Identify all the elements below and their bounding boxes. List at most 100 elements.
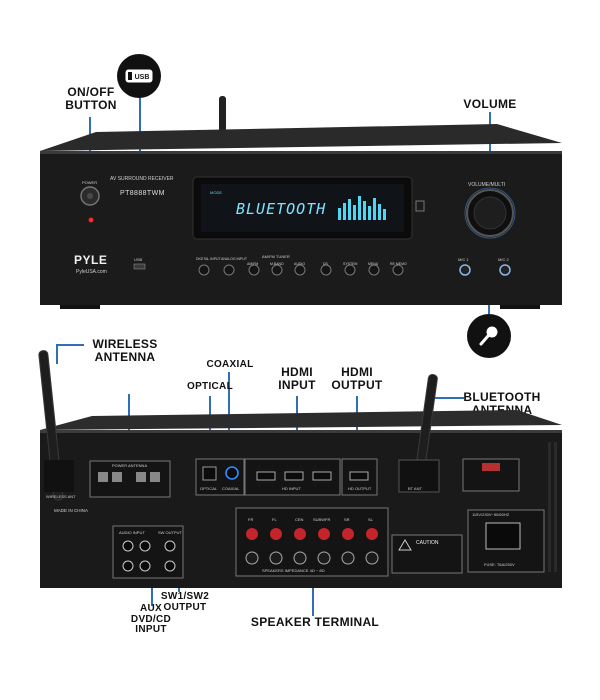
ir-sensor <box>415 200 425 212</box>
button-label: DIGITAL INPUT <box>196 257 221 261</box>
front-button[interactable] <box>223 264 235 276</box>
antenna-terminal[interactable] <box>150 472 160 482</box>
rca-jacks <box>122 540 176 572</box>
callout-text: BUTTON <box>65 97 117 112</box>
front-button[interactable] <box>198 264 210 276</box>
channel-label: SL <box>368 517 373 522</box>
mic-badge <box>467 314 511 358</box>
coaxial-port-label: COAXIAL <box>222 486 240 491</box>
usb-port[interactable] <box>133 263 146 270</box>
button-label: DS <box>323 262 328 266</box>
sw-output-label: SW OUTPUT <box>158 530 182 535</box>
fuse-label: FUSE: T6A/250V <box>484 562 515 567</box>
display-eq-bars <box>338 196 386 220</box>
button-label: RE MEMO <box>390 262 407 266</box>
mic1-label: MIC 1 <box>458 257 469 262</box>
callout-text: OUTPUT <box>163 601 207 613</box>
standby-led <box>88 217 94 223</box>
bt-ant-label: BT ANT <box>408 486 422 491</box>
bt-antenna-base <box>398 459 440 493</box>
svg-text:USB: USB <box>135 74 150 81</box>
optical-port[interactable] <box>202 466 217 481</box>
callout-text: HDMI <box>281 365 313 379</box>
hdmi-input-label: HD INPUT <box>282 486 301 491</box>
subtitle-label: AV SURROUND RECEIVER <box>110 176 174 182</box>
antenna-terminal[interactable] <box>136 472 146 482</box>
hdmi-input-port[interactable] <box>284 471 304 481</box>
callout-text: INPUT <box>278 377 316 392</box>
antenna-terminal[interactable] <box>112 472 122 482</box>
hdmi-input-port[interactable] <box>312 471 332 481</box>
front-button[interactable] <box>344 264 356 276</box>
callout-line <box>56 344 84 346</box>
receiver-front-unit: POWER AV SURROUND RECEIVER PT8888TWM MOD… <box>0 0 600 320</box>
callout-text: AUX <box>139 603 162 614</box>
display-main-text: BLUETOOTH <box>236 200 327 218</box>
tuner-label: AM/FM TUNER <box>262 254 290 259</box>
speaker-terminal-callout: SPEAKER TERMINAL <box>240 616 390 629</box>
callout-line <box>56 344 58 364</box>
volume-multi-label: VOLUME/MULTI <box>468 182 506 188</box>
aux-callout: AUX DVD/CD INPUT <box>124 603 178 636</box>
channel-label: FL <box>272 517 277 522</box>
wireless-antenna-base <box>44 460 74 492</box>
callout-line <box>312 572 314 616</box>
callout-line <box>356 396 358 460</box>
callout-text: ON/OFF <box>67 85 115 99</box>
hdmi-input-port[interactable] <box>256 471 276 481</box>
callout-text: DVD/CD <box>130 613 172 625</box>
button-label: AM/FM <box>247 262 259 266</box>
usb-icon: USB <box>125 69 153 83</box>
front-button[interactable] <box>368 264 380 276</box>
made-in-label: MADE IN CHINA <box>54 508 89 513</box>
voltage-switch[interactable] <box>482 463 500 471</box>
receiver-back-unit: MADE IN CHINA WIRELESS ANT POWER ANTENNA… <box>0 330 600 610</box>
brand-site: PyleUSA.com <box>76 269 107 275</box>
mic2-label: MIC 2 <box>498 257 509 262</box>
chassis-top <box>40 410 562 430</box>
usb-port-label: USB <box>134 257 143 262</box>
optical-callout: OPTICAL <box>185 381 235 393</box>
front-button[interactable] <box>392 264 404 276</box>
front-button-row <box>198 264 404 276</box>
channel-label: SUBWFR <box>313 517 331 522</box>
power-label: POWER <box>82 180 98 185</box>
wireless-antenna-callout: WIRELESS ANTENNA <box>80 338 170 363</box>
hdmi-output-callout: HDMI OUTPUT <box>326 366 388 391</box>
power-antenna-label: POWER ANTENNA <box>112 463 148 468</box>
speaker-terminal-panel <box>235 507 389 577</box>
usb-badge: USB <box>117 54 161 98</box>
callout-text: OPTICAL <box>187 381 233 392</box>
front-antenna <box>219 96 226 132</box>
speaker-impedance-label: SPEAKERS IMPEDANCE 4Ω ~ 8Ω <box>262 568 325 573</box>
coaxial-port[interactable] <box>225 466 239 480</box>
front-button[interactable] <box>294 264 306 276</box>
model-label: PT8888TWM <box>120 190 165 197</box>
brand-logo: PYLE <box>74 253 108 267</box>
voltage-label: 115V/230V~50/60HZ <box>472 512 510 517</box>
front-button[interactable] <box>248 264 260 276</box>
antenna-terminal[interactable] <box>98 472 108 482</box>
callout-text: BLUETOOTH <box>463 390 541 404</box>
hdmi-output-port[interactable] <box>349 471 369 481</box>
callout-text: HDMI <box>341 365 373 379</box>
mic2-jack[interactable] <box>499 264 511 276</box>
coaxial-callout: COAXIAL <box>205 359 255 371</box>
button-label: AUDIO <box>294 262 306 266</box>
front-button[interactable] <box>320 264 332 276</box>
callout-text: SPEAKER TERMINAL <box>250 615 380 629</box>
hdmi-output-label: HD OUTPUT <box>348 486 372 491</box>
display-mode-text: MODE <box>210 190 222 195</box>
volume-callout: VOLUME <box>452 98 528 111</box>
wireless-ant-label: WIRELESS ANT <box>46 494 76 499</box>
power-inlet[interactable] <box>485 522 521 550</box>
on-off-callout: ON/OFF BUTTON <box>48 86 134 111</box>
front-button[interactable] <box>271 264 283 276</box>
channel-label: CEN <box>295 517 304 522</box>
callout-text: COAXIAL <box>206 359 254 370</box>
microphone-icon <box>479 326 498 346</box>
caution-label: CAUTION <box>416 540 439 546</box>
channel-label: SR <box>344 517 350 522</box>
mic1-jack[interactable] <box>459 264 471 276</box>
